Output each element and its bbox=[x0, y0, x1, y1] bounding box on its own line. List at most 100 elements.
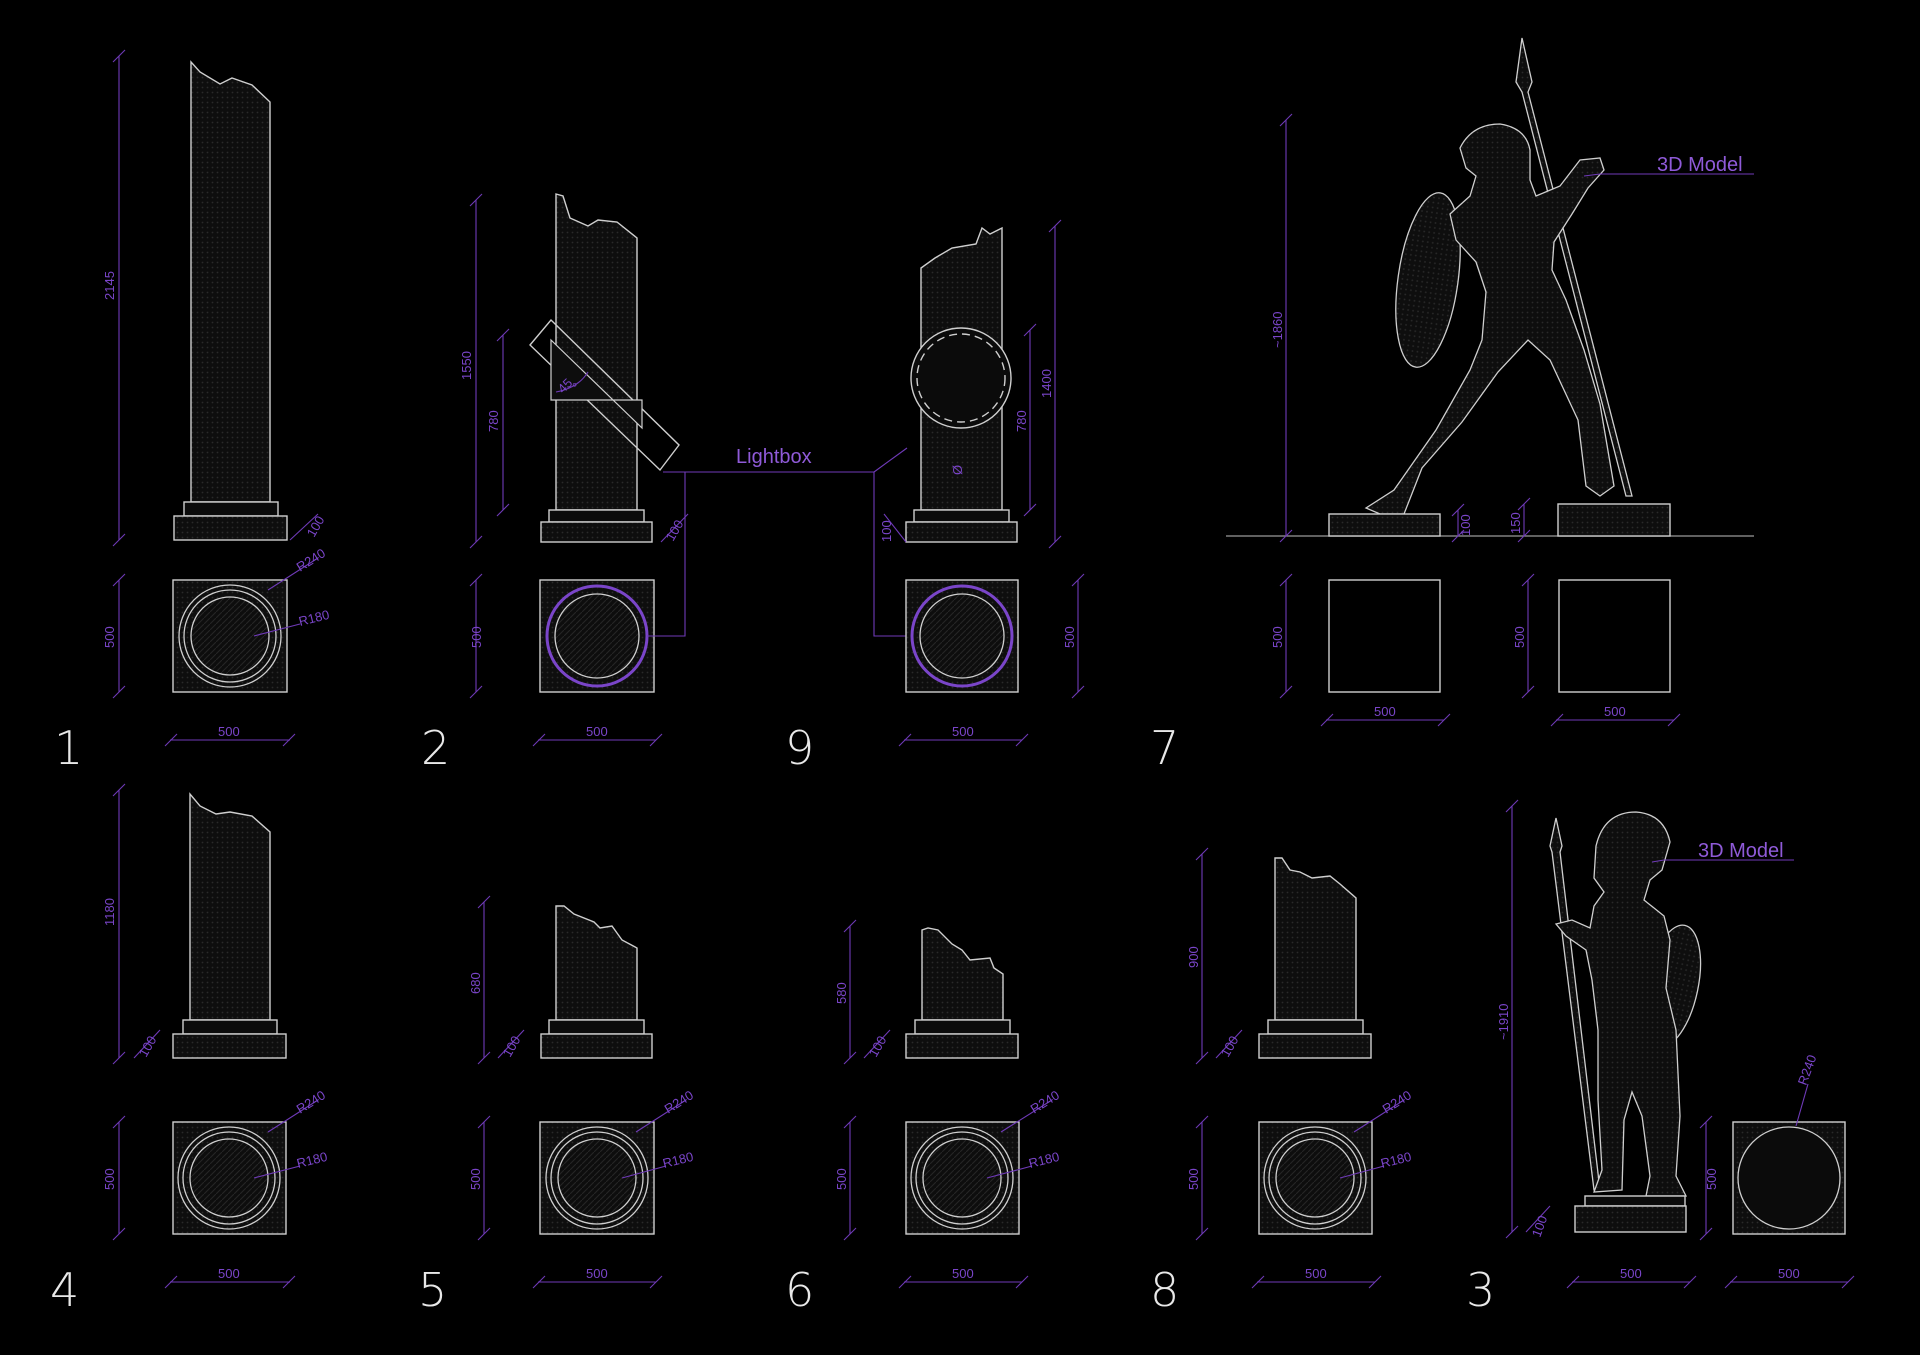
item-4-number: 4 bbox=[50, 1263, 79, 1317]
column-4-plinth-top bbox=[182, 1019, 278, 1035]
dim-2-width: 500 bbox=[586, 724, 608, 739]
statue-7-right-plan bbox=[1558, 579, 1671, 693]
column-1-mid-ring bbox=[183, 589, 277, 683]
dim-9-height: 1400 bbox=[1039, 369, 1054, 398]
column-8-plinth-top bbox=[1267, 1019, 1364, 1035]
dim-2-box-height: 780 bbox=[486, 410, 501, 432]
lightbox-9-mark: Ø bbox=[950, 465, 965, 475]
dim-8-depth: 500 bbox=[1186, 1168, 1201, 1190]
dim-8-width: 500 bbox=[1305, 1266, 1327, 1281]
dim-7-height: ~1860 bbox=[1270, 311, 1285, 348]
column-1-shaft bbox=[190, 60, 271, 503]
column-4-outer-ring bbox=[177, 1126, 281, 1230]
column-1-inner-ring bbox=[190, 596, 270, 676]
dim-5-inner-radius: R180 bbox=[661, 1149, 695, 1171]
item-7: ~1860 100 150 500 500 500 500 3D Model 7 bbox=[1150, 37, 1754, 775]
dim-9-box-height: 780 bbox=[1014, 410, 1029, 432]
column-5-outer-ring bbox=[545, 1126, 649, 1230]
dim-4-plinth: 100 bbox=[136, 1033, 160, 1059]
column-5-shaft bbox=[555, 905, 638, 1021]
dim-1-width: 500 bbox=[218, 724, 240, 739]
statue-7-left-plan bbox=[1328, 579, 1441, 693]
lightbox-2-panel bbox=[529, 318, 680, 472]
column-8-plinth bbox=[1258, 1033, 1372, 1059]
dim-3-plinth: 100 bbox=[1529, 1214, 1551, 1240]
column-9-plinth bbox=[905, 521, 1018, 543]
column-1-plinth-top bbox=[183, 501, 279, 517]
column-9-plinth-top bbox=[913, 509, 1010, 523]
dim-2-plinth: 100 bbox=[663, 517, 687, 543]
item-6: 580 500 500 100 R240 R180 6 bbox=[785, 919, 1062, 1317]
dim-5-outer-radius: R240 bbox=[662, 1087, 696, 1116]
column-4-inner-ring bbox=[189, 1138, 269, 1218]
dim-9-depth: 500 bbox=[1062, 626, 1077, 648]
column-5-mid-ring bbox=[550, 1131, 644, 1225]
column-8-mid-ring bbox=[1268, 1131, 1362, 1225]
dim-4-height: 1180 bbox=[102, 898, 117, 926]
column-8-outer-ring bbox=[1263, 1126, 1367, 1230]
item-3-number: 3 bbox=[1466, 1263, 1495, 1317]
lightbox-9-inner-dash bbox=[916, 333, 1006, 423]
statue-3-plinth-top bbox=[1584, 1195, 1686, 1207]
lightbox-9-circle bbox=[910, 327, 1012, 429]
statue-3-plinth bbox=[1574, 1205, 1687, 1233]
dim-3-left-width: 500 bbox=[1620, 1266, 1642, 1281]
dim-8-plinth: 100 bbox=[1218, 1033, 1242, 1059]
dim-7-left-depth: 500 bbox=[1270, 626, 1285, 648]
item-4: 1180 500 500 100 R240 R180 4 bbox=[50, 783, 329, 1317]
column-6-outer-ring bbox=[910, 1126, 1014, 1230]
dim-7-left-width: 500 bbox=[1374, 704, 1396, 719]
callout-3d-model-top: 3D Model bbox=[1657, 154, 1743, 176]
column-8-shaft bbox=[1274, 857, 1357, 1021]
dim-3-radius: R240 bbox=[1795, 1053, 1820, 1087]
item-7-number: 7 bbox=[1150, 721, 1179, 775]
column-6-plinth bbox=[905, 1033, 1019, 1059]
item-9-number: 9 bbox=[785, 721, 814, 775]
dim-6-width: 500 bbox=[952, 1266, 974, 1281]
dim-5-height: 680 bbox=[468, 972, 483, 994]
dim-2-depth: 500 bbox=[469, 626, 484, 648]
column-5-inner-ring bbox=[557, 1138, 637, 1218]
dim-4-inner-radius: R180 bbox=[295, 1149, 329, 1171]
dim-1-outer-radius: R240 bbox=[294, 545, 328, 574]
lightbox-callout: Lightbox bbox=[647, 446, 915, 637]
dim-9-width: 500 bbox=[952, 724, 974, 739]
column-2-plinth-top bbox=[548, 509, 645, 523]
dim-8-outer-radius: R240 bbox=[1380, 1087, 1414, 1116]
column-4-shaft bbox=[189, 792, 271, 1021]
item-2: 1550 780 45 ° 500 500 100 2 bbox=[421, 193, 689, 775]
dim-4-outer-radius: R240 bbox=[294, 1087, 328, 1116]
column-6-inner-ring bbox=[922, 1138, 1002, 1218]
column-2-plinth bbox=[540, 521, 653, 543]
item-6-number: 6 bbox=[785, 1263, 814, 1317]
column-4-plinth bbox=[172, 1033, 287, 1059]
statue-7-spear bbox=[1515, 37, 1633, 497]
dim-1-plinth: 100 bbox=[304, 513, 328, 539]
column-1-plinth bbox=[173, 515, 288, 541]
dim-5-width: 500 bbox=[586, 1266, 608, 1281]
column-4-mid-ring bbox=[182, 1131, 276, 1225]
item-5-number: 5 bbox=[418, 1263, 447, 1317]
dim-3-right-depth: 500 bbox=[1704, 1168, 1719, 1190]
dim-6-depth: 500 bbox=[834, 1168, 849, 1190]
column-6-plinth-top bbox=[914, 1019, 1011, 1035]
dim-1-height: 2145 bbox=[102, 271, 117, 300]
dim-6-height: 580 bbox=[834, 982, 849, 1004]
dim-9-plinth: 100 bbox=[879, 520, 894, 542]
dim-7-right-depth: 500 bbox=[1512, 626, 1527, 648]
column-5-plinth-top bbox=[548, 1019, 645, 1035]
dim-7-left-plinth: 100 bbox=[1458, 514, 1473, 536]
item-1: 2145 500 500 100 R240 R180 1 bbox=[54, 49, 331, 775]
column-2-inner-ring bbox=[554, 593, 640, 679]
item-1-number: 1 bbox=[54, 721, 83, 775]
dim-7-right-width: 500 bbox=[1604, 704, 1626, 719]
dim-4-depth: 500 bbox=[102, 1168, 117, 1190]
statue-3-spear bbox=[1549, 817, 1601, 1191]
statue-7-left-plinth bbox=[1328, 513, 1441, 537]
dim-8-inner-radius: R180 bbox=[1379, 1149, 1413, 1171]
column-6-shaft bbox=[921, 927, 1004, 1021]
column-1-outer-ring bbox=[178, 584, 282, 688]
dim-5-depth: 500 bbox=[468, 1168, 483, 1190]
dim-1-inner-radius: R180 bbox=[297, 607, 331, 629]
